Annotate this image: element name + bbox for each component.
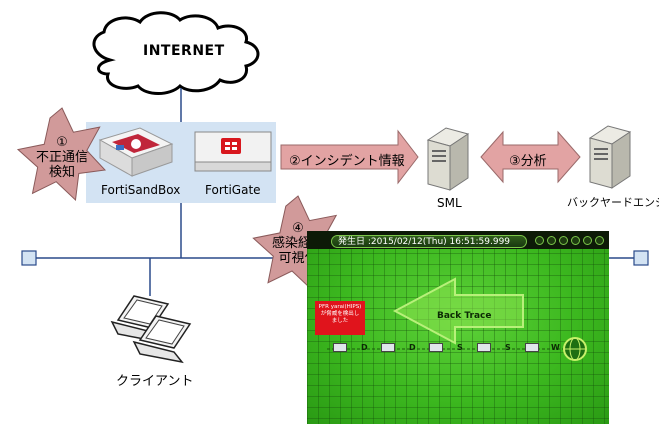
trace-node-laptop[interactable]: [333, 343, 347, 352]
trace-node-laptop[interactable]: [429, 343, 443, 352]
fortigate-icon: [194, 131, 272, 172]
fortisandbox-icon: [98, 127, 174, 177]
trace-node-label: S: [457, 343, 463, 352]
backyard-label: バックヤードエンジン: [567, 196, 659, 209]
sml-server-icon: [426, 127, 470, 191]
trace-node-label: D: [361, 343, 368, 352]
fortigate-label: FortiGate: [205, 183, 261, 197]
lan-end-left: [21, 250, 37, 266]
visual-star: [252, 195, 343, 291]
alert-line2: が脅威を検出し: [320, 311, 360, 317]
detect-star-line3: 検知: [48, 165, 75, 180]
client-laptops-icon: [110, 295, 192, 364]
trace-node-laptop[interactable]: [477, 343, 491, 352]
back-trace-arrow: [392, 277, 524, 345]
back-trace-label: Back Trace: [437, 311, 492, 321]
detect-star-text: ① 不正通信 検知: [30, 135, 94, 180]
incident-arrow: [280, 129, 419, 185]
screen-control-1[interactable]: [535, 236, 544, 245]
trace-node-label: D: [409, 343, 416, 352]
backyard-server-icon: [588, 125, 632, 189]
timestamp-bar: 発生日 :2015/02/12(Thu) 16:51:59.999: [331, 235, 527, 248]
trace-node-laptop[interactable]: [381, 343, 395, 352]
detect-star: [16, 107, 107, 202]
detect-star-line2: 不正通信: [35, 150, 88, 165]
trace-node-laptop[interactable]: [525, 343, 539, 352]
detect-star-num: ①: [56, 135, 68, 150]
trace-node-label: S: [505, 343, 511, 352]
back-trace-arrow-layer: [327, 277, 587, 361]
client-label: クライアント: [116, 374, 194, 389]
fortisandbox-label: FortiSandBox: [101, 183, 181, 197]
alert-line1: PFR yarai(HIPS): [318, 304, 362, 310]
screen-control-5[interactable]: [583, 236, 592, 245]
analysis-arrow: [480, 130, 581, 184]
screen-control-4[interactable]: [571, 236, 580, 245]
analysis-arrow-label: ③分析: [509, 154, 547, 169]
alert-box: PFR yarai(HIPS) が脅威を検出し ました: [315, 301, 365, 335]
alert-line3: ました: [331, 318, 349, 324]
sml-label: SML: [437, 196, 462, 210]
internet-cloud: [92, 11, 260, 95]
incident-arrow-label: ②インシデント情報: [289, 154, 405, 169]
trace-node-label: W: [551, 343, 560, 352]
internet-label: INTERNET: [143, 43, 225, 59]
trace-visualization-screen: 発生日 :2015/02/12(Thu) 16:51:59.999 Back T…: [307, 231, 609, 424]
screen-control-6[interactable]: [595, 236, 604, 245]
lan-end-right: [633, 250, 649, 266]
screen-control-2[interactable]: [547, 236, 556, 245]
screen-control-3[interactable]: [559, 236, 568, 245]
visual-star-num: ④: [292, 221, 304, 236]
